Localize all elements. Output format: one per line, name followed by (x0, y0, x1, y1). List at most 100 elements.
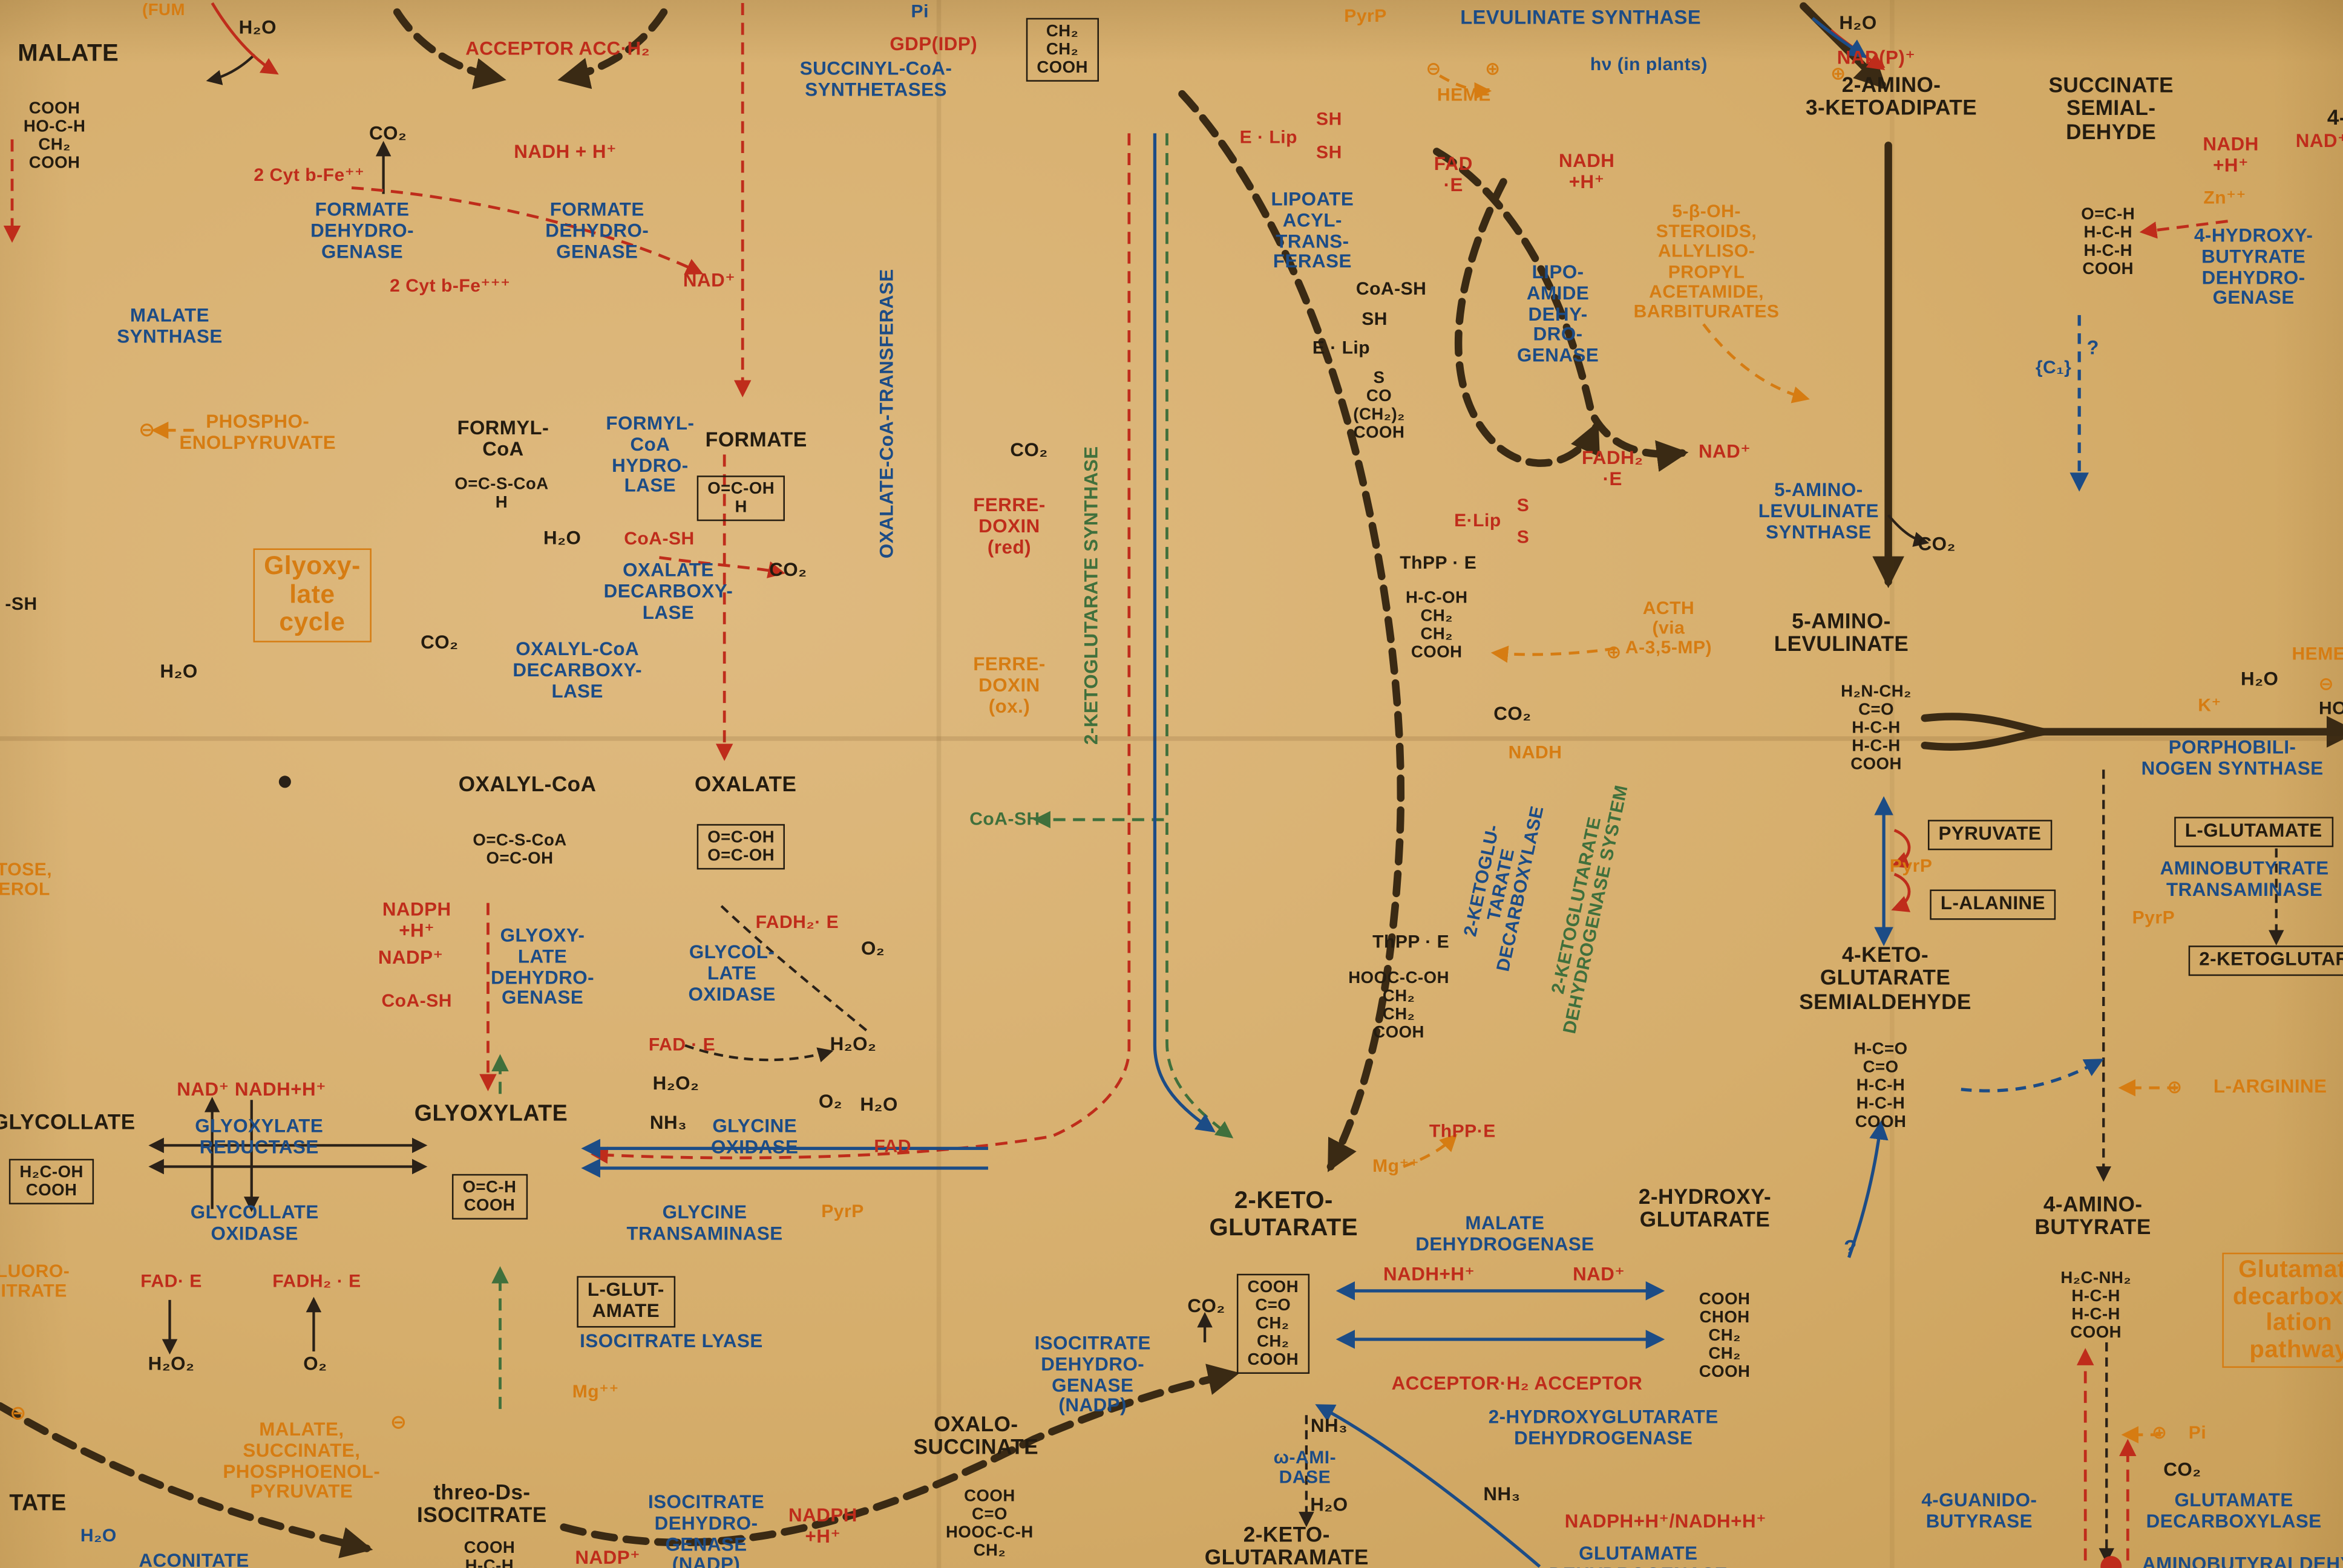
minus-heme-right: ⊖ (2318, 673, 2335, 695)
h2o-top-right: H₂O (1839, 12, 1877, 34)
thpp-e-2: ThPP · E (1372, 930, 1450, 952)
o2-glycine-oxidase: O₂ (818, 1091, 843, 1112)
heme-right: HEME (2292, 642, 2343, 664)
zn-cofactor: Zn⁺⁺ (2203, 187, 2246, 209)
e-lip-s: E · Lip (1312, 337, 1371, 359)
paper-crease-vertical-2 (1890, 0, 1895, 1568)
nadh-formate: NADH + H⁺ (514, 141, 617, 163)
fad-e-lipoamide: FAD·E (1434, 153, 1473, 196)
paper-crease-horizontal (0, 736, 2343, 741)
e-lip-shsh: E · Lip (1239, 126, 1297, 148)
h2o2-glycollate-oxidase: H₂O₂ (148, 1353, 195, 1374)
cyt-b-fe2: 2 Cyt b-Fe⁺⁺ (254, 164, 365, 186)
co2-formate: CO₂ (369, 123, 407, 145)
coash-lipoate: CoA-SH (1355, 278, 1427, 299)
omega-amidase: ω-AMI-DASE (1273, 1446, 1337, 1488)
pyruvate-box: PYRUVATE (1927, 820, 2052, 850)
malate-succinate-inhibitors: MALATE,SUCCINATE,PHOSPHOENOL-PYRUVATE (223, 1419, 381, 1503)
pyrp-top: PyrP (1344, 5, 1387, 27)
sh-lipoate: SH (1362, 308, 1388, 330)
pyrp-glycine: PyrP (821, 1200, 864, 1222)
fadh2-glycolate-oxidase: FADH₂· E (755, 911, 839, 933)
minus-malate-succinate: ⊖ (390, 1410, 407, 1433)
h2o-formyl: H₂O (543, 527, 582, 549)
pi-top: Pi (911, 1, 929, 22)
isocitrate-lyase: ISOCITRATE LYASE (580, 1330, 763, 1352)
coash-glyoxylate-dh: CoA-SH (381, 990, 453, 1011)
amino-ketoadipate-title: 2-AMINO-3-KETOADIPATE (1806, 72, 1978, 120)
co2-oxalate-decarb: CO₂ (769, 559, 807, 581)
mg-isocitrate-lyase: Mg⁺⁺ (572, 1380, 619, 1402)
fragment-4: 4- (2327, 105, 2343, 129)
l-glutamate-box-left: L-GLUT-AMATE (577, 1276, 675, 1327)
acceptor-acch2: ACCEPTOR ACC·H₂ (465, 38, 650, 59)
thpp-e-1: ThPP · E (1400, 552, 1477, 573)
nadph-glyoxylate-dh: NADPH+H⁺ (382, 898, 451, 941)
nadph-isocitrate: NADPH+H⁺ (788, 1504, 857, 1547)
coash-fragment-left: -SH (5, 593, 38, 615)
hooc-fragment: HOO (2318, 697, 2343, 719)
h2o-top-left: H₂O (238, 16, 277, 38)
plus-heme-top: ⊕ (1485, 58, 1501, 80)
porphobilinogen-synthase: PORPHOBILI-NOGEN SYNTHASE (2141, 736, 2324, 779)
nadh-succinate-semialdehyde: NADH+H⁺ (2203, 134, 2259, 176)
nh3-amidase: NH₃ (1310, 1415, 1348, 1437)
oxalyl-coa-title: OXALYL-CoA (458, 771, 597, 796)
oxalate-title: OXALATE (694, 771, 797, 796)
fad-glycolate-oxidase: FAD · E (648, 1034, 716, 1056)
glyoxylate-title: GLYOXYLATE (414, 1101, 568, 1127)
aminobutyrate-title: 4-AMINO-BUTYRATE (2034, 1192, 2151, 1240)
nad-lipoamide: NAD⁺ (1698, 441, 1751, 463)
nadp-isocitrate: NADP⁺ (575, 1547, 641, 1568)
cyt-b-fe3: 2 Cyt b-Fe⁺⁺⁺ (390, 275, 511, 296)
coash-formyl: CoA-SH (624, 528, 695, 549)
nh3-glycine-oxidase: NH₃ (649, 1112, 687, 1134)
co2-oxalosuccinate: CO₂ (1187, 1295, 1225, 1317)
aminobutyraldehyde-dehydrogenase: AMINOBUTYRALDEHYDEDEHYDROGENASE (2142, 1553, 2343, 1568)
alanine-box: L-ALANINE (1930, 889, 2056, 920)
pentose-glycerol-fragment: TOSE,EROL (0, 858, 53, 900)
l-arginine: L-ARGININE (2213, 1076, 2327, 1097)
nadph-nadh-glutamate-dh: NADPH+H⁺/NADH+H⁺ (1564, 1511, 1767, 1532)
nad-succinate-semialdehyde: NAD⁺ (2295, 130, 2343, 152)
aminolevulinate-title: 5-AMINO-LEVULINATE (1774, 608, 1909, 656)
o2-glycollate-oxidase: O₂ (303, 1353, 327, 1374)
co2-glutamate-decarb: CO₂ (2163, 1459, 2201, 1481)
paper-crease-vertical-1 (936, 0, 942, 1568)
thpp-e-red: ThPP·E (1429, 1120, 1496, 1142)
ketoglutarate-box-right: 2-KETOGLUTARATE (2188, 946, 2343, 976)
k-porphobilinogen: K⁺ (2198, 694, 2221, 716)
hydroxyglutarate-title: 2-HYDROXY-GLUTARATE (1638, 1184, 1772, 1232)
nad-formate: NAD⁺ (683, 270, 736, 292)
heme-top: HEME (1437, 83, 1491, 105)
formyl-coa-title: FORMYL-CoA (457, 416, 549, 461)
citrate-fragment: TATE (9, 1490, 67, 1517)
gdp-idp: GDP(IDP) (890, 33, 978, 55)
pi-decarboxylase: Pi (2188, 1422, 2207, 1443)
s-2: S (1516, 526, 1530, 548)
